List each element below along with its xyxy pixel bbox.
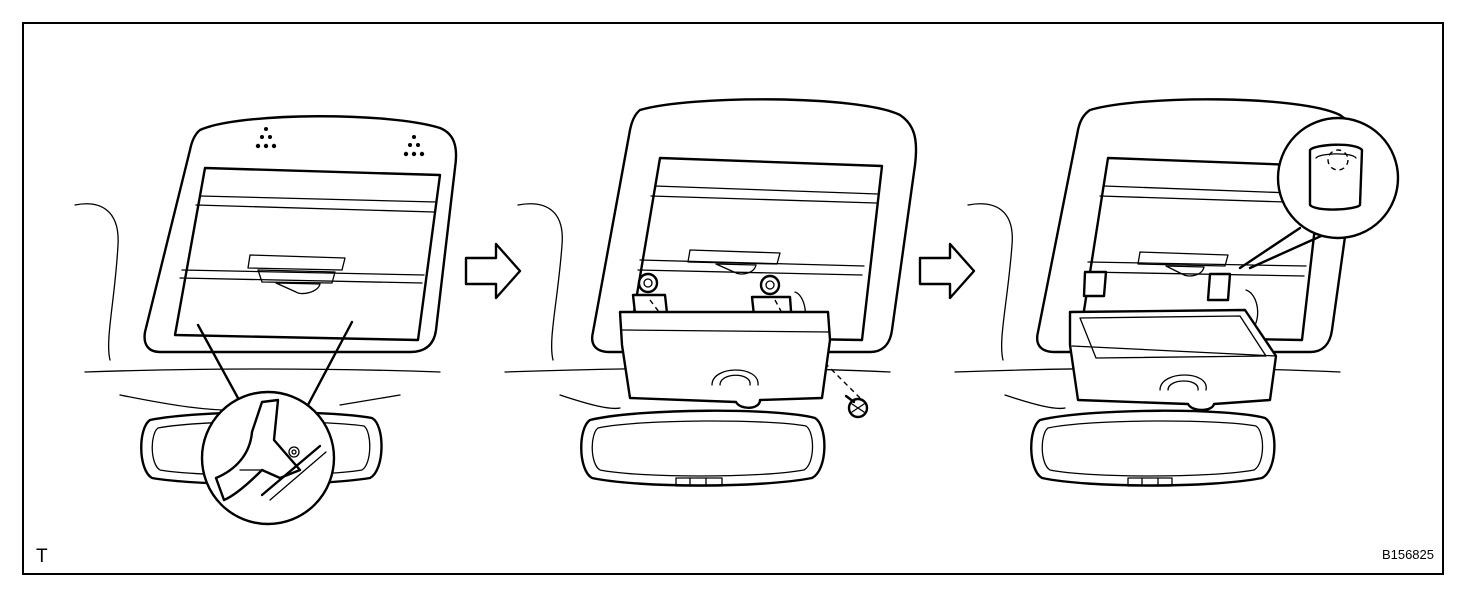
screw-boss-left-icon [637, 272, 659, 294]
claw-detail-magnifier [200, 390, 336, 526]
headliner-edge [84, 368, 441, 373]
step-arrow-1-icon [464, 242, 522, 300]
step-arrow-2-icon [918, 242, 976, 300]
windshield-line [74, 203, 119, 361]
rear-view-mirror [1030, 409, 1276, 487]
corner-label: T [36, 546, 48, 567]
clip-highlight-icon [1327, 149, 1349, 171]
diagram-frame [22, 22, 1444, 575]
screw-boss-right-icon [759, 274, 781, 296]
claw-marker-right-icon [403, 135, 425, 157]
panel-step-3 [954, 98, 1400, 412]
claw-marker-left-icon [255, 127, 277, 149]
rear-view-mirror [580, 409, 826, 487]
panel-step-1 [74, 115, 458, 526]
overhead-console [143, 115, 458, 354]
figure-id: B156825 [1381, 547, 1434, 562]
windshield-line [517, 203, 563, 361]
overhead-box [1068, 308, 1278, 412]
panel-step-2 [504, 98, 918, 487]
overhead-console [591, 98, 918, 354]
overhead-console [1036, 98, 1358, 354]
screw-icon [844, 394, 869, 419]
windshield-line [967, 203, 1013, 361]
overhead-box [618, 310, 832, 409]
